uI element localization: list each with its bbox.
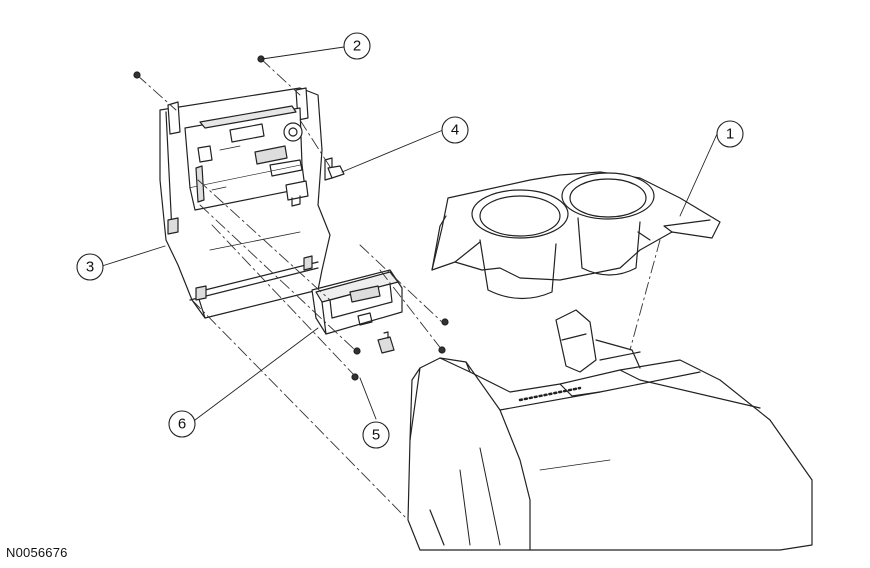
callout-5-label: 5 [372, 427, 380, 444]
auxiliary-switch-module [311, 269, 403, 354]
fastener-set [133, 55, 449, 381]
callout-3-label: 3 [86, 259, 94, 276]
figure-reference-code: N0056676 [6, 545, 68, 560]
cupholder-insert [431, 171, 721, 300]
callout-6-circle [168, 410, 196, 438]
leader-lines [101, 46, 718, 421]
callout-bubbles [76, 32, 744, 449]
callout-1-circle [716, 120, 744, 148]
callout-4-circle [441, 116, 469, 144]
callout-2-circle [343, 32, 371, 60]
callout-2-label: 2 [353, 38, 361, 55]
callout-1-label: 1 [726, 126, 734, 143]
callout-5-circle [362, 421, 390, 449]
callout-3-circle [76, 253, 104, 281]
floor-console-housing [407, 309, 813, 551]
alignment-lines [136, 58, 661, 521]
callout-4-label: 4 [451, 122, 459, 139]
climate-control-module [184, 105, 309, 211]
callout-6-label: 6 [178, 416, 186, 433]
